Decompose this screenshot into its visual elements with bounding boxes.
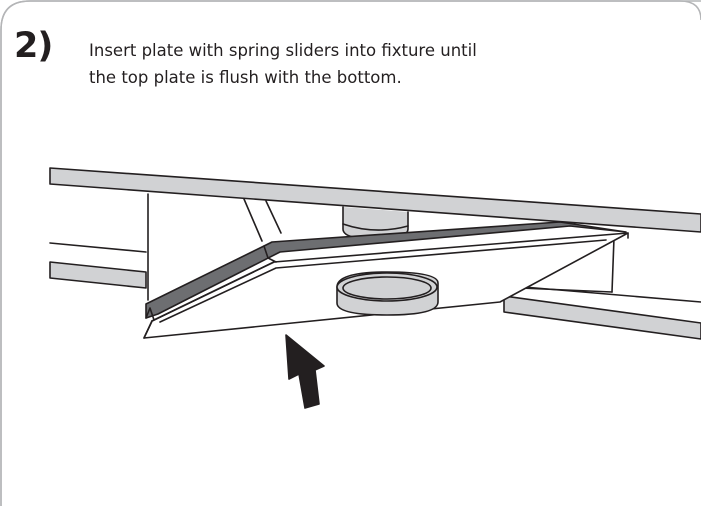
step-instruction: Insert plate with spring sliders into fi…	[89, 37, 609, 91]
left-lower-rail	[49, 261, 147, 289]
spring-slider	[145, 221, 627, 319]
top-rail	[49, 167, 701, 233]
right-lower-rail	[503, 295, 701, 340]
instruction-line-1: Insert plate with spring sliders into fi…	[89, 41, 477, 60]
up-arrow	[285, 334, 325, 409]
step-number: 2)	[14, 26, 53, 66]
instruction-line-2: the top plate is flush with the bottom.	[89, 68, 402, 87]
